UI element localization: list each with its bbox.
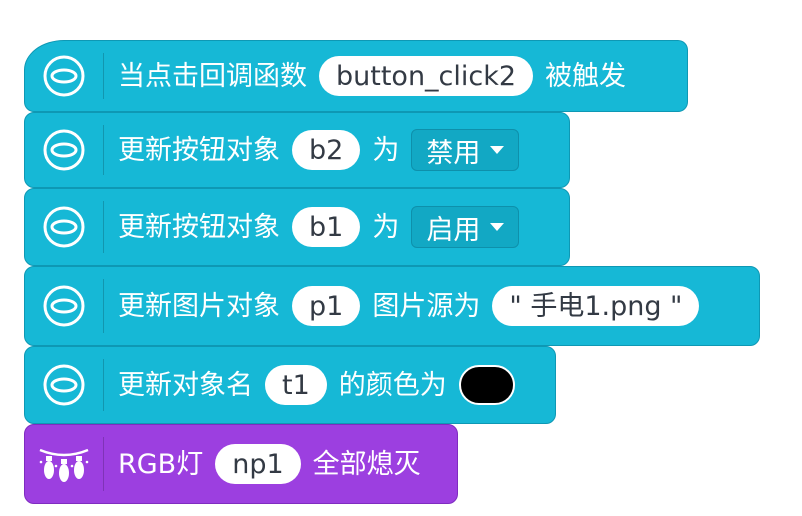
block-divider bbox=[103, 53, 104, 99]
chevron-down-icon bbox=[490, 146, 505, 154]
rgb-off-np1-block[interactable]: RGB灯 np1 全部熄灭 bbox=[24, 424, 458, 504]
update-button-b1-block[interactable]: 更新按钮对象 b1 为 启用 bbox=[24, 188, 570, 266]
update-button-label: 更新按钮对象 bbox=[118, 211, 280, 243]
as-label: 为 bbox=[372, 134, 400, 166]
state-dropdown[interactable]: 启用 bbox=[411, 206, 520, 248]
circle-ellipse-icon bbox=[43, 206, 85, 248]
image-source-string-field[interactable]: " 手电1.png " bbox=[492, 286, 700, 326]
block-icon-area bbox=[25, 189, 103, 265]
image-object-field[interactable]: p1 bbox=[292, 286, 361, 326]
block-divider bbox=[103, 359, 104, 411]
event-prefix-label: 当点击回调函数 bbox=[118, 60, 307, 92]
light-string-icon bbox=[39, 448, 89, 482]
state-dropdown-value: 启用 bbox=[426, 214, 481, 246]
button-object-field[interactable]: b2 bbox=[292, 130, 361, 170]
event-block[interactable]: 当点击回调函数 button_click2 被触发 bbox=[24, 40, 688, 112]
block-icon-area bbox=[25, 347, 103, 423]
block-icon-area bbox=[25, 425, 103, 503]
state-dropdown[interactable]: 禁用 bbox=[411, 129, 520, 171]
rgb-label: RGB灯 bbox=[118, 448, 204, 480]
image-source-label: 图片源为 bbox=[372, 290, 481, 322]
circle-ellipse-icon bbox=[43, 55, 85, 97]
callback-name-field[interactable]: button_click2 bbox=[319, 56, 534, 96]
block-content: 更新按钮对象 b2 为 禁用 bbox=[104, 129, 537, 171]
block-content: 更新对象名 t1 的颜色为 bbox=[104, 365, 533, 405]
all-off-label: 全部熄灭 bbox=[312, 448, 421, 480]
text-object-field[interactable]: t1 bbox=[265, 365, 327, 405]
block-icon-area bbox=[25, 113, 103, 187]
update-button-label: 更新按钮对象 bbox=[118, 134, 280, 166]
color-label: 的颜色为 bbox=[338, 369, 447, 401]
circle-ellipse-icon bbox=[43, 129, 85, 171]
chevron-down-icon bbox=[490, 223, 505, 231]
block-content: 更新按钮对象 b1 为 启用 bbox=[104, 206, 537, 248]
state-dropdown-value: 禁用 bbox=[426, 137, 481, 169]
block-divider bbox=[103, 279, 104, 333]
update-object-label: 更新对象名 bbox=[118, 369, 253, 401]
color-swatch[interactable] bbox=[458, 365, 515, 405]
event-content: 当点击回调函数 button_click2 被触发 bbox=[104, 56, 644, 96]
update-image-p1-block[interactable]: 更新图片对象 p1 图片源为 " 手电1.png " bbox=[24, 266, 760, 346]
event-suffix-label: 被触发 bbox=[545, 60, 627, 92]
circle-ellipse-icon bbox=[43, 285, 85, 327]
block-content: 更新图片对象 p1 图片源为 " 手电1.png " bbox=[104, 286, 717, 326]
block-content: RGB灯 np1 全部熄灭 bbox=[104, 444, 439, 484]
block-divider bbox=[103, 201, 104, 253]
as-label: 为 bbox=[372, 211, 400, 243]
update-button-b2-block[interactable]: 更新按钮对象 b2 为 禁用 bbox=[24, 112, 570, 188]
rgb-object-field[interactable]: np1 bbox=[215, 444, 301, 484]
event-icon-area bbox=[25, 41, 103, 111]
update-color-t1-block[interactable]: 更新对象名 t1 的颜色为 bbox=[24, 346, 556, 424]
circle-ellipse-icon bbox=[43, 364, 85, 406]
block-divider bbox=[103, 437, 104, 491]
update-image-label: 更新图片对象 bbox=[118, 290, 280, 322]
button-object-field[interactable]: b1 bbox=[292, 207, 361, 247]
block-icon-area bbox=[25, 267, 103, 345]
block-divider bbox=[103, 125, 104, 175]
